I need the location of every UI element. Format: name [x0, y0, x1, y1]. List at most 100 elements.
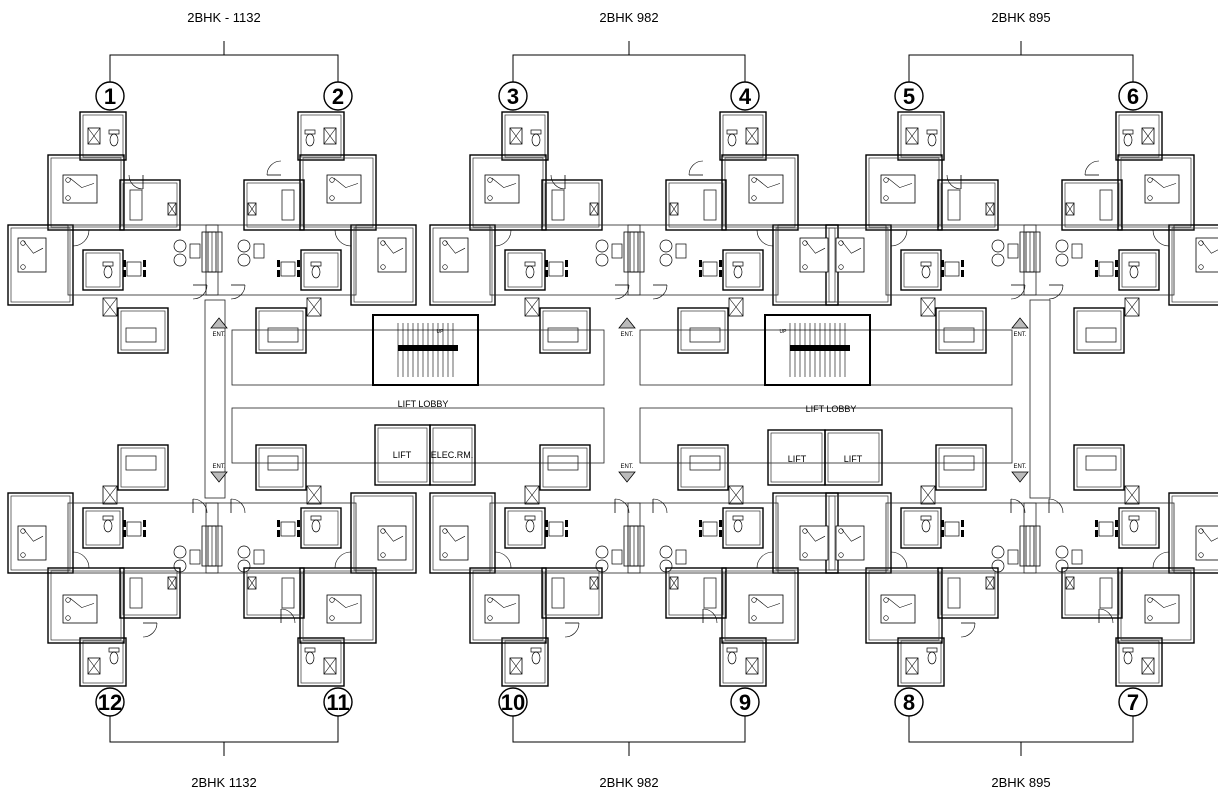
elec-room: [429, 424, 476, 486]
chair: [1115, 520, 1118, 527]
bedroom-2-inner: [353, 227, 414, 303]
sofa-icon: [623, 231, 639, 273]
armchair-icon: [991, 239, 1019, 267]
group-bracket: [109, 41, 339, 82]
toilet-tank: [1128, 515, 1140, 521]
unit-number: 3: [507, 84, 519, 109]
bed-frame: [1195, 237, 1218, 273]
chair: [941, 270, 944, 277]
toilet-room-2-inner: [903, 510, 939, 546]
kitchen-inner: [544, 570, 600, 616]
door-arc: [494, 551, 512, 569]
kitchen-counter: [947, 189, 961, 221]
chair: [699, 260, 702, 267]
kitchen: [937, 179, 999, 231]
toilet-room-2-inner: [507, 252, 543, 288]
door-arc: [756, 551, 774, 569]
armchair: [237, 545, 251, 559]
bed-sheet: [69, 177, 95, 188]
bed-icon: [17, 525, 47, 561]
armchair: [173, 559, 187, 573]
table: [548, 521, 564, 537]
toilet-room-inner: [504, 640, 546, 684]
armchair-icon: [1055, 239, 1083, 267]
door-swing-icon: [652, 284, 668, 300]
shaft-box: [524, 297, 540, 317]
group-bracket: [109, 716, 339, 756]
unit-number-badge: 9: [730, 687, 760, 717]
dining-table-icon: [277, 520, 300, 537]
group-bracket: [908, 716, 1134, 756]
shaft-box: [669, 576, 679, 590]
core-top-right: [639, 329, 1013, 386]
living-room: [205, 224, 357, 296]
armchair: [659, 253, 673, 267]
balcony: [677, 307, 729, 354]
bed-lamp: [442, 528, 448, 534]
toilet-tank: [926, 129, 938, 135]
unit-number-badge: 4: [730, 81, 760, 111]
toilet-bowl: [305, 651, 315, 665]
shaft-icon: [167, 576, 177, 590]
shaft-icon: [589, 202, 599, 216]
door-swing-icon: [142, 622, 158, 638]
shaft-cross: [905, 127, 919, 145]
bed-sheet: [841, 240, 862, 254]
toilet-bowl: [927, 651, 937, 665]
shaft-icon: [102, 485, 118, 505]
armchair-icon: [237, 545, 265, 573]
toilet-tank: [1122, 647, 1134, 653]
bed-frame: [484, 594, 520, 624]
kitchen-inner: [122, 182, 178, 228]
shaft-box: [920, 485, 936, 505]
coffee-table: [1007, 243, 1019, 259]
door-arc: [614, 498, 630, 514]
shaft-cross: [102, 297, 118, 317]
table: [280, 261, 296, 277]
bed-lamp: [1147, 615, 1153, 621]
balcony: [117, 307, 169, 354]
coffee-table: [611, 243, 623, 259]
sofa-icon: [207, 525, 223, 567]
sofa-body: [629, 231, 645, 273]
living-room: [489, 502, 641, 574]
bed-lamp: [1198, 552, 1204, 558]
entry-arrow-icon: ENT.: [210, 317, 228, 338]
shaft-icon: [323, 657, 337, 675]
sofa-body: [623, 231, 639, 273]
kitchen: [243, 567, 305, 619]
bed-lamp: [1147, 195, 1153, 201]
group-label: 2BHK - 1132: [187, 10, 260, 25]
bed-lamp: [20, 240, 26, 246]
table: [548, 261, 564, 277]
toilet-room-inner: [900, 640, 942, 684]
door-arc: [266, 160, 282, 176]
bed-sheet: [383, 528, 404, 542]
toilet-bowl: [1123, 133, 1133, 147]
table: [944, 521, 960, 537]
entry-label: ENT.: [620, 464, 633, 470]
sofa-body: [207, 525, 223, 567]
bed-lamp: [329, 615, 335, 621]
door-swing-icon: [72, 551, 90, 569]
bed-lamp: [329, 195, 335, 201]
door-arc: [72, 551, 90, 569]
armchair: [237, 559, 251, 573]
shaft-box: [920, 297, 936, 317]
balcony-inner: [258, 447, 304, 488]
door-swing-icon: [652, 498, 668, 514]
chair: [1095, 520, 1098, 527]
toilet-room-2: [722, 507, 764, 549]
shaft-cross: [1124, 485, 1140, 505]
toilet-bowl: [1123, 651, 1133, 665]
bed-frame: [835, 237, 865, 273]
toilet-tank: [732, 515, 744, 521]
door-swing-icon: [1084, 160, 1100, 176]
bedroom-2: [7, 224, 74, 306]
bed-sheet: [887, 597, 913, 608]
shaft-cross: [247, 576, 257, 590]
door-arc: [702, 608, 718, 624]
